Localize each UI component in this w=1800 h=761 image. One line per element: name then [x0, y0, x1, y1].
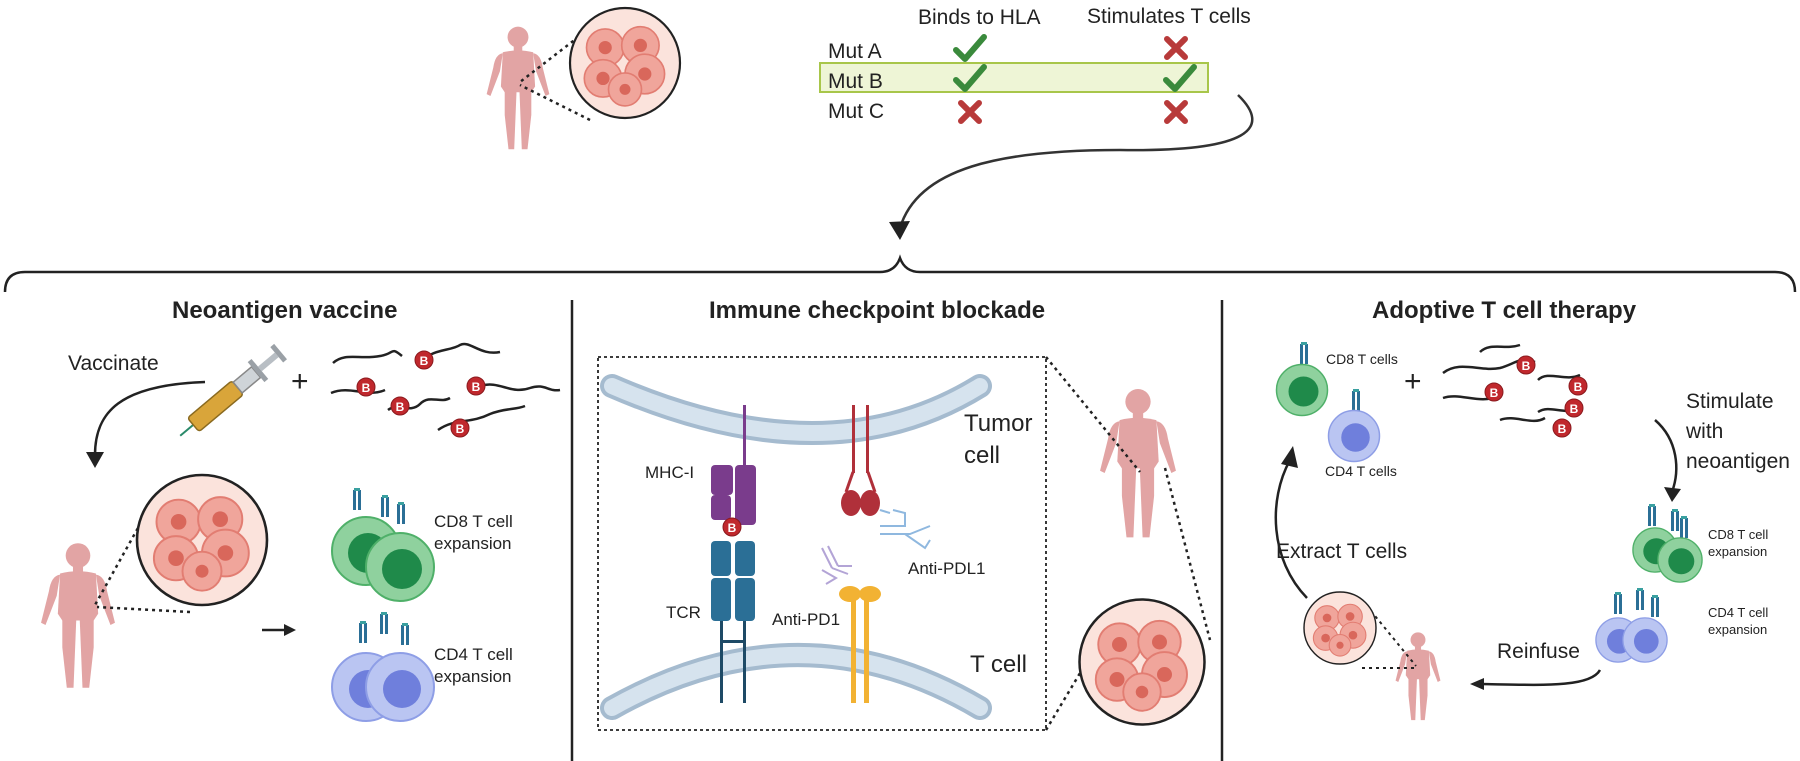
stimulate-arrowhead	[1664, 487, 1681, 502]
label-reinfuse: Reinfuse	[1497, 640, 1580, 663]
label-mhc-i: MHC-I	[645, 463, 695, 482]
label-cd8-t-cells: CD8 T cells	[1326, 351, 1398, 367]
stimulate-arrow	[1654, 419, 1678, 493]
row-label-mut-a: Mut A	[828, 40, 882, 63]
selection-arrow	[898, 94, 1254, 229]
cd4-expansion-cells	[331, 612, 435, 722]
adoptive-peptide-chain-icon	[1442, 343, 1581, 423]
label-adoptive-cd4-expansion: CD4 T cell expansion	[1708, 605, 1769, 637]
label-t-cell: T cell	[970, 651, 1027, 678]
label-cd4-t-cells: CD4 T cells	[1325, 463, 1397, 479]
pd-l1-icon	[841, 405, 880, 516]
anti-pdl1-antibody-icon	[879, 509, 931, 550]
check-icon	[956, 37, 984, 59]
adoptive-cd8-expansion-cells	[1632, 504, 1703, 583]
expansion-arrowhead	[284, 624, 296, 636]
vaccine-zoom-lines	[93, 509, 191, 614]
anti-pd1-antibody-icon	[821, 545, 852, 585]
title-adoptive-t-cell-therapy: Adoptive T cell therapy	[1372, 297, 1637, 324]
label-anti-pd1: Anti-PD1	[772, 610, 841, 629]
mhc-i-icon	[711, 405, 756, 525]
label-tumor-cell: Tumor cell	[964, 410, 1033, 469]
label-extract-t-cells: Extract T cells	[1276, 540, 1408, 563]
reinfuse-arrow	[1479, 669, 1602, 687]
cd8-t-cells-icon	[1275, 342, 1329, 417]
cd4-t-cells-icon	[1327, 389, 1381, 463]
label-anti-pdl1: Anti-PDL1	[908, 559, 986, 578]
title-immune-checkpoint-blockade: Immune checkpoint blockade	[709, 297, 1046, 324]
extract-arrowhead	[1281, 446, 1298, 468]
label-cd8-expansion: CD8 T cell expansion	[434, 512, 513, 553]
vaccinate-arrowhead	[86, 452, 104, 468]
checkpoint-zoom-box	[597, 356, 1047, 731]
row-label-mut-c: Mut C	[828, 100, 885, 123]
header-stimulates-t-cells: Stimulates T cells	[1087, 5, 1251, 28]
adoptive-human-body-icon	[1395, 632, 1441, 721]
adoptive-cd4-expansion-cells	[1595, 588, 1668, 663]
reinfuse-arrowhead	[1470, 678, 1484, 690]
adoptive-tumor-icon	[1303, 591, 1377, 665]
section-brace	[3, 254, 1797, 293]
cross-icon	[1167, 39, 1185, 57]
label-stimulate-with-neoantigen: Stimulate with neoantigen	[1686, 390, 1790, 473]
top-human-body-icon	[486, 26, 550, 150]
title-neoantigen-vaccine: Neoantigen vaccine	[172, 297, 398, 324]
tumor-membrane-inner	[604, 378, 988, 441]
cd8-expansion-cells	[331, 488, 435, 602]
pd-1-icon	[839, 586, 881, 703]
row-label-mut-b: Mut B	[828, 70, 883, 93]
label-cd4-expansion: CD4 T cell expansion	[434, 645, 513, 686]
cross-icon	[961, 103, 979, 121]
vaccine-human-body-icon	[41, 543, 115, 688]
peptide-b-icon	[722, 517, 742, 537]
cross-icon	[1167, 103, 1185, 121]
syringe-icon	[179, 343, 287, 437]
label-vaccinate: Vaccinate	[68, 352, 159, 375]
checkpoint-tumor-icon	[1078, 598, 1206, 726]
vaccine-tumor-icon	[135, 473, 269, 607]
plus-sign: +	[1404, 365, 1422, 398]
label-adoptive-cd8-expansion: CD8 T cell expansion	[1708, 527, 1769, 559]
extract-arrow	[1274, 459, 1308, 599]
peptide-b-icon	[356, 350, 486, 438]
mut-b-highlight	[819, 62, 1209, 93]
top-tumor-icon	[568, 6, 682, 120]
label-tcr: TCR	[666, 603, 701, 622]
t-cell-membrane-inner	[604, 647, 988, 716]
header-binds-to-hla: Binds to HLA	[918, 6, 1041, 29]
selection-arrowhead	[889, 221, 910, 240]
vaccinate-arrow	[93, 380, 206, 456]
checkpoint-human-body-icon	[1100, 389, 1176, 538]
tcr-icon	[711, 541, 755, 703]
plus-sign: +	[291, 365, 309, 398]
